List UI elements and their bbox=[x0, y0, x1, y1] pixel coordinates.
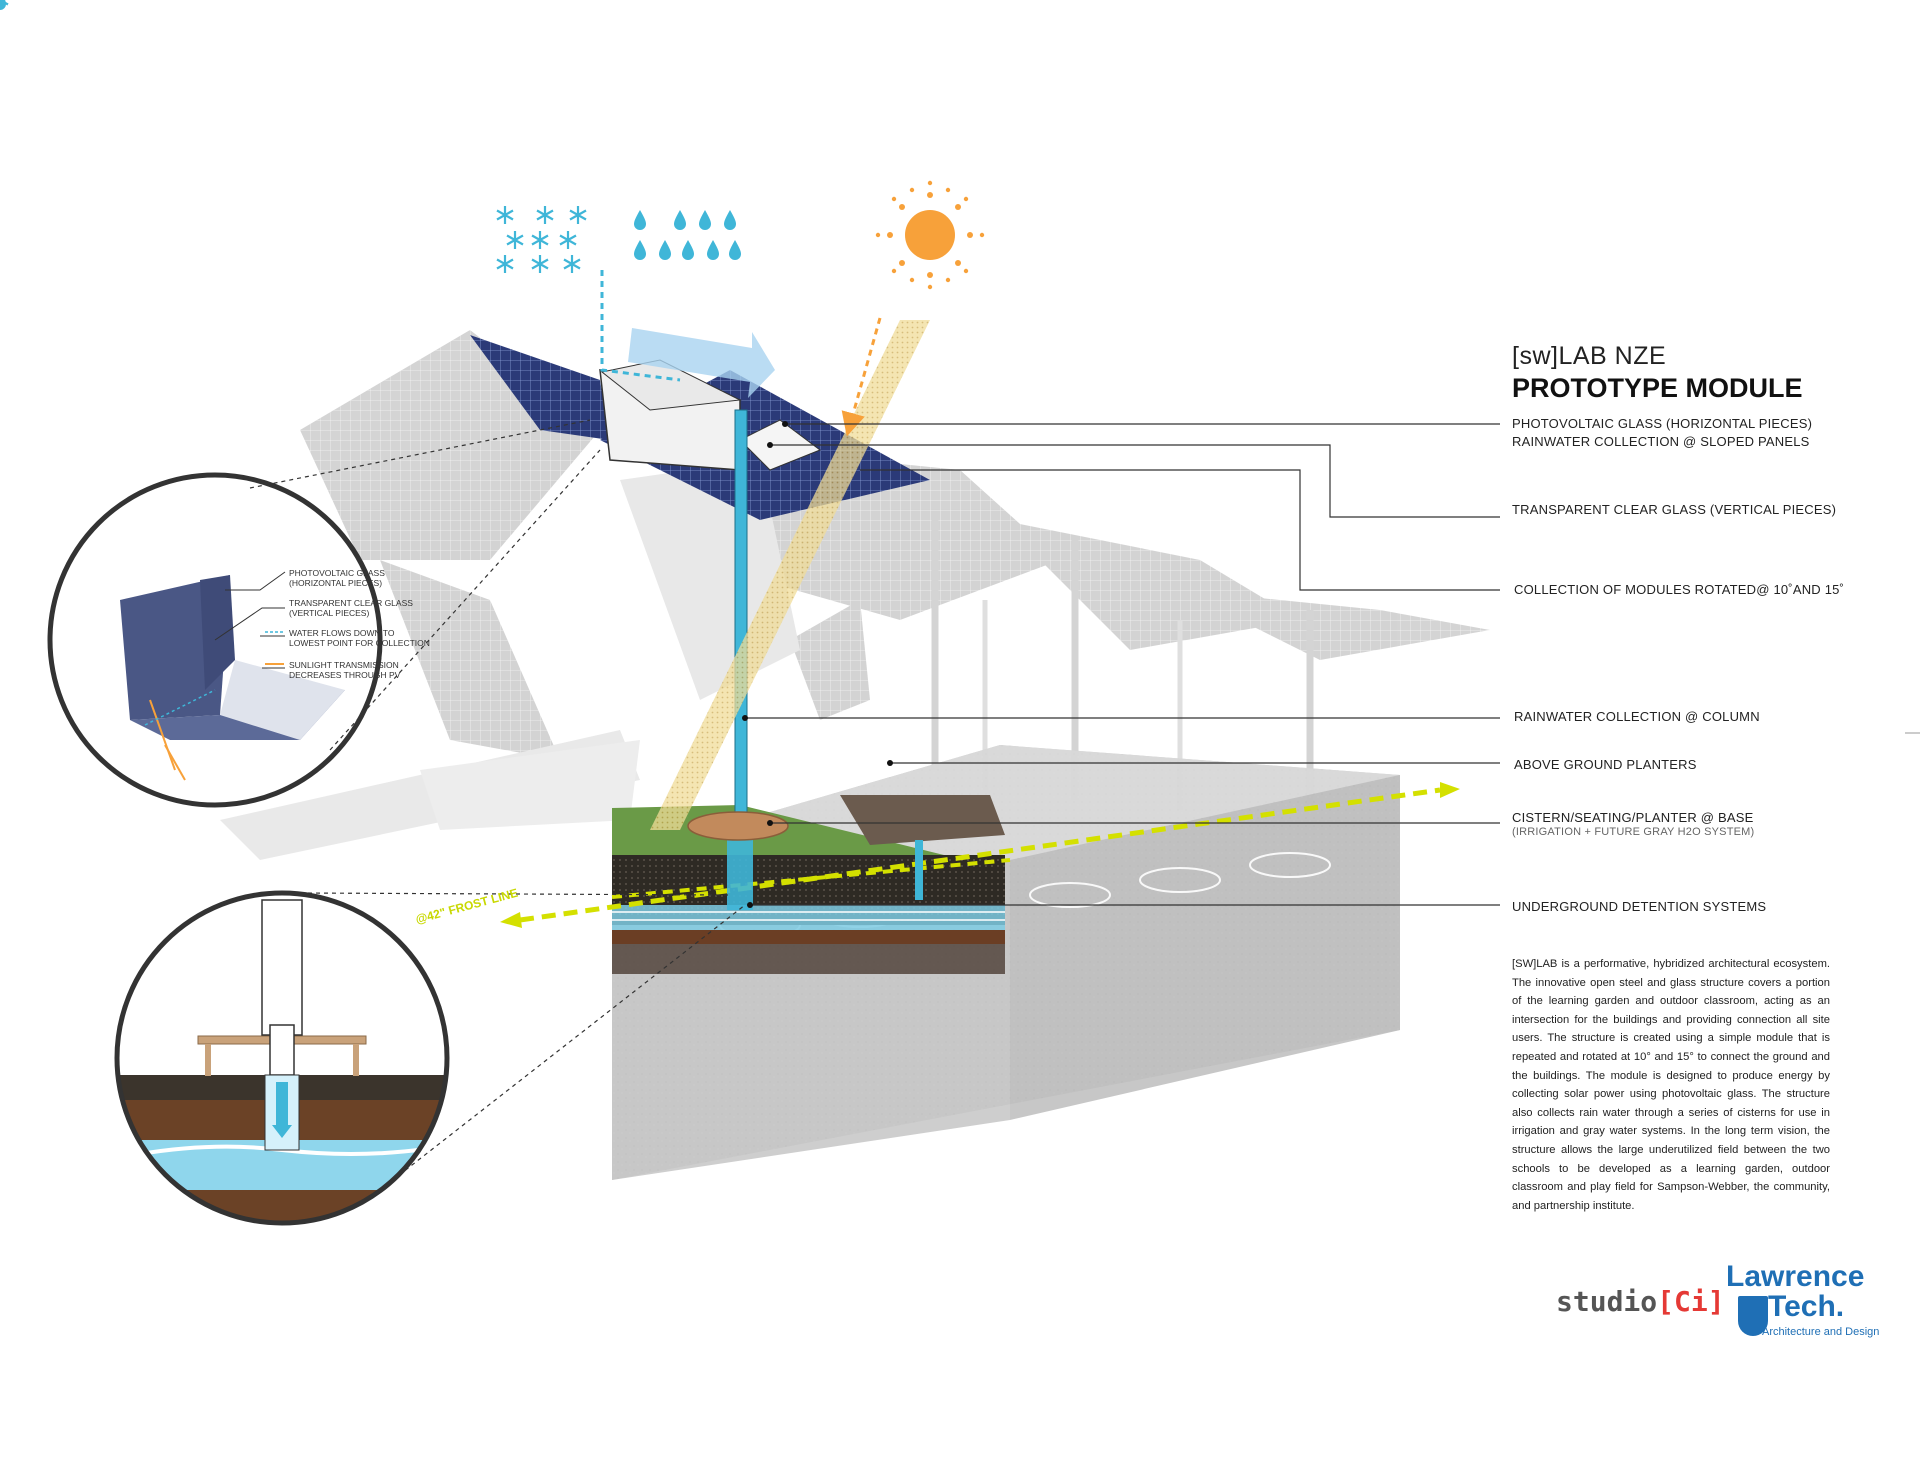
callout-pv-glass: PHOTOVOLTAIC GLASS (HORIZONTAL PIECES) bbox=[1512, 416, 1813, 431]
lawrence-tech-logo-line2: Tech. bbox=[1768, 1290, 1845, 1323]
project-description: [SW]LAB is a performative, hybridized ar… bbox=[1512, 958, 1830, 1212]
studio-ci-logo: studio[Ci] bbox=[1556, 1285, 1725, 1318]
background-canopy bbox=[220, 330, 1490, 860]
callout-cistern: CISTERN/SEATING/PLANTER @ BASE bbox=[1512, 810, 1754, 825]
callout-modules-rotated: COLLECTION OF MODULES ROTATED@ 10˚AND 15… bbox=[1514, 582, 1845, 597]
inset-cistern-detail bbox=[114, 890, 450, 1226]
callout-cistern-note: (IRRIGATION + FUTURE GRAY H2O SYSTEM) bbox=[1512, 826, 1755, 838]
raindrop-icon bbox=[0, 0, 741, 260]
lawrence-tech-logo-tagline: Architecture and Design bbox=[1762, 1326, 1880, 1338]
inset-legend-pv: PHOTOVOLTAIC GLASS(HORIZONTAL PIECES) bbox=[289, 568, 385, 588]
sunlight-arrow bbox=[841, 317, 882, 437]
callout-dots bbox=[742, 421, 893, 908]
sun-icon bbox=[875, 180, 985, 290]
callout-rain-sloped: RAINWATER COLLECTION @ SLOPED PANELS bbox=[1512, 434, 1810, 449]
frost-line bbox=[500, 782, 1460, 928]
ltu-seal-icon bbox=[1738, 1296, 1768, 1336]
callout-clear-glass: TRANSPARENT CLEAR GLASS (VERTICAL PIECES… bbox=[1512, 502, 1837, 517]
inset-legend-clear-glass: TRANSPARENT CLEAR GLASS(VERTICAL PIECES) bbox=[289, 598, 413, 618]
inset-module-detail bbox=[47, 472, 383, 808]
snowflake-icon bbox=[0, 0, 588, 275]
title-line-1: [sw]LAB NZE bbox=[1512, 342, 1667, 370]
callout-planters: ABOVE GROUND PLANTERS bbox=[1514, 757, 1697, 772]
callout-lines bbox=[745, 423, 1500, 906]
callout-detention: UNDERGROUND DETENTION SYSTEMS bbox=[1512, 899, 1767, 914]
lawrence-tech-logo-line1: Lawrence bbox=[1726, 1260, 1865, 1293]
callout-rain-column: RAINWATER COLLECTION @ COLUMN bbox=[1514, 709, 1760, 724]
title-line-2: PROTOTYPE MODULE bbox=[1512, 373, 1803, 403]
rainwater-flow-arrow bbox=[600, 270, 775, 398]
title-block: [sw]LAB NZE PROTOTYPE MODULE bbox=[1512, 342, 1803, 404]
inset-connectors bbox=[249, 419, 746, 1191]
